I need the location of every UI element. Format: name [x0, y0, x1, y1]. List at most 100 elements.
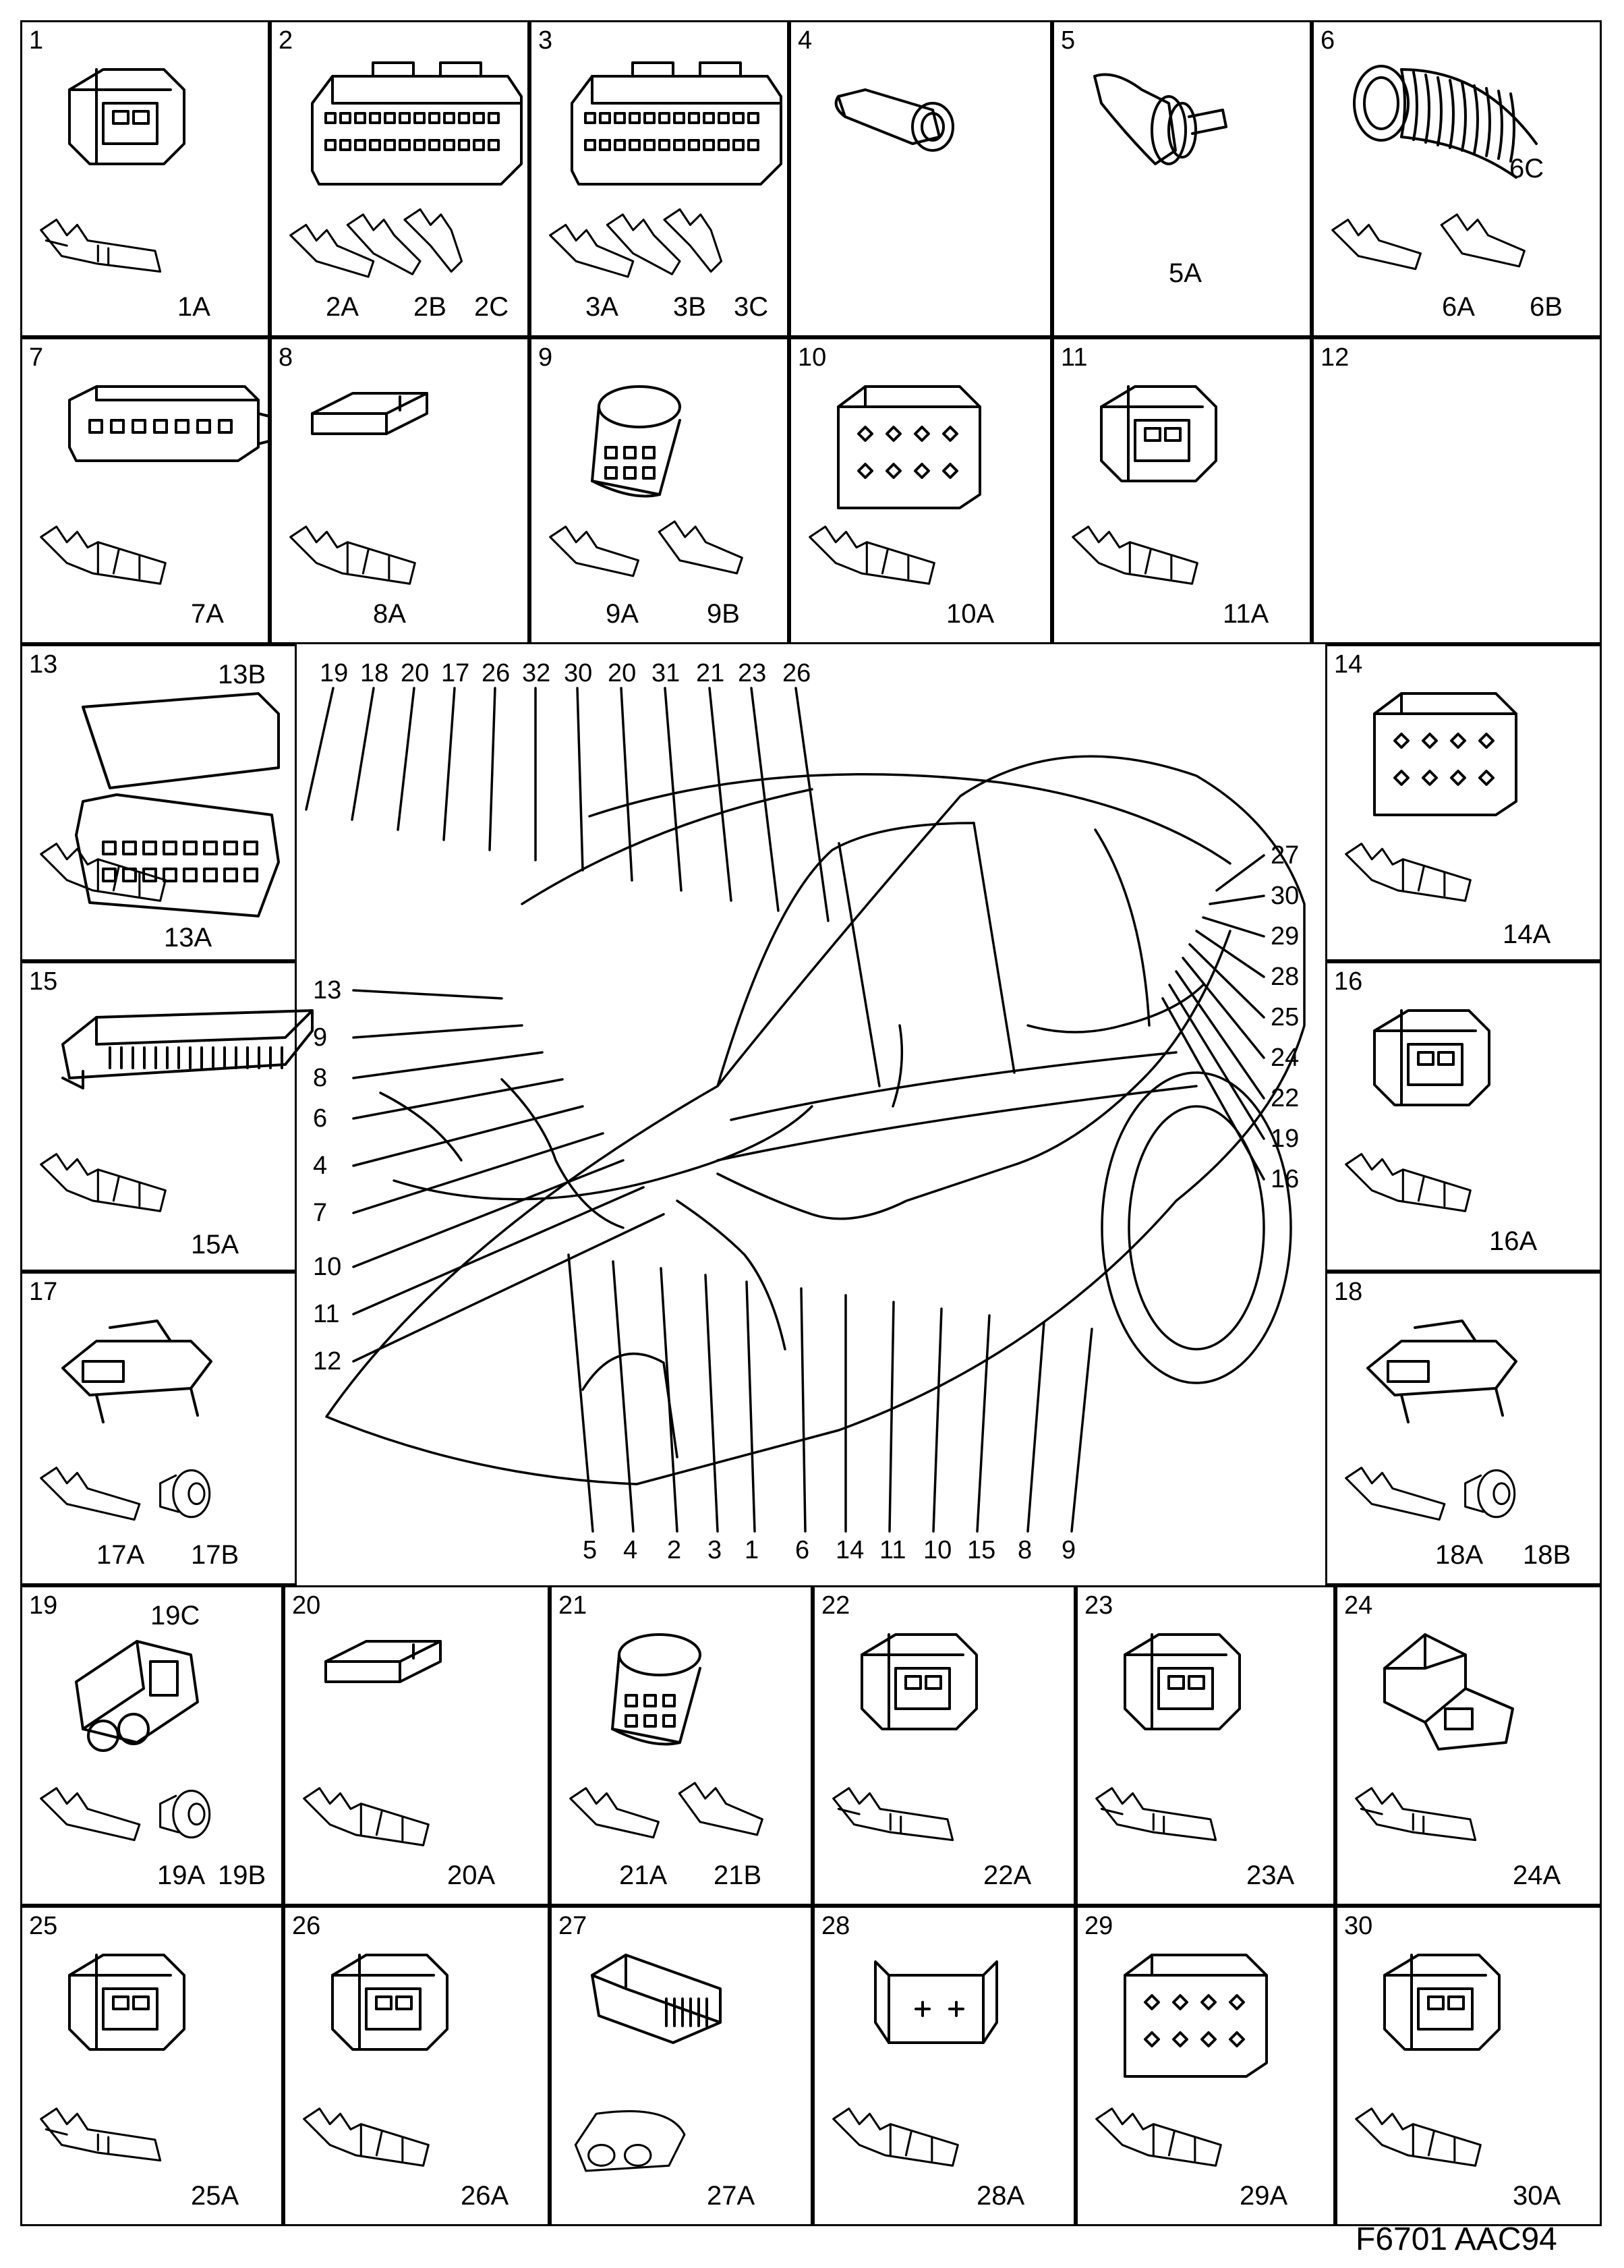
- callout-leader: [1195, 930, 1265, 978]
- callout-leader: [708, 687, 732, 902]
- callout-leader: [352, 1186, 645, 1315]
- flat-pin-terminal-icon: [1095, 1787, 1217, 1842]
- sub-part-label: 3B: [673, 292, 706, 322]
- socket-terminal-icon: [40, 843, 167, 902]
- callout-label: 19: [1271, 1125, 1299, 1153]
- connector-housing-icon: [1373, 1009, 1490, 1106]
- sub-part-label: 29A: [1240, 2181, 1288, 2211]
- roof-line: [588, 772, 1231, 865]
- part-number: 19: [29, 1591, 58, 1620]
- callout-label: 6: [795, 1536, 809, 1564]
- clip-connector-icon: [874, 1960, 998, 2044]
- callout-leader: [1026, 1321, 1045, 1533]
- rectangular-connector-icon: [68, 385, 273, 462]
- sub-part-label: 26A: [461, 2181, 509, 2211]
- sub-part-label: 24A: [1513, 1861, 1561, 1890]
- callout-leader: [1070, 1328, 1093, 1533]
- sub-part-label: 1A: [177, 292, 210, 322]
- callout-leader: [745, 1280, 756, 1533]
- part-number: 4: [798, 26, 813, 55]
- double-terminal-icon: [569, 1782, 763, 1839]
- sub-part-label: 15A: [191, 1230, 239, 1259]
- front-wheel-arch: [581, 1352, 678, 1458]
- part-number: 9: [538, 343, 553, 372]
- socket-terminal-icon: [40, 526, 167, 585]
- wiring-harness-roof: [892, 984, 1205, 1108]
- terminal-with-seal-icon: [40, 1467, 211, 1521]
- sub-part-label: 8A: [373, 599, 406, 629]
- socket-terminal-icon: [289, 526, 416, 585]
- callout-label: 7: [313, 1199, 327, 1227]
- sub-part-label: 16A: [1489, 1226, 1538, 1256]
- callout-leader: [660, 1267, 678, 1533]
- callout-leader: [351, 687, 375, 821]
- part-number: 6: [1321, 26, 1335, 55]
- callout-label: 16: [1271, 1165, 1299, 1193]
- part-cell-12: 12: [1312, 337, 1602, 644]
- callout-leader: [704, 1274, 719, 1533]
- triple-terminal-icon: [549, 208, 723, 278]
- part-number: 30: [1344, 1912, 1373, 1940]
- square-connector-icon: [1373, 692, 1517, 816]
- sub-part-label: 17B: [191, 1540, 239, 1570]
- connector-housing-icon: [861, 1633, 978, 1730]
- callout-leader: [352, 1159, 625, 1268]
- part-number: 15: [29, 967, 58, 996]
- sub-part-label: 10A: [946, 599, 995, 629]
- callout-label: 10: [923, 1536, 952, 1564]
- connector-housing-icon: [1383, 1954, 1501, 2051]
- part-cell-22: 22 22A: [813, 1585, 1076, 1906]
- callout-leader: [352, 1024, 523, 1039]
- callout-label: 2: [667, 1536, 681, 1564]
- part-number: 8: [279, 343, 293, 372]
- sub-part-label: 28A: [977, 2181, 1025, 2211]
- part-number: 29: [1084, 1912, 1113, 1940]
- part-number: 22: [821, 1591, 850, 1620]
- latched-connector-icon: [1366, 1320, 1517, 1423]
- flat-connector-icon: [324, 1640, 442, 1683]
- callout-label: 5: [583, 1536, 597, 1564]
- sub-part-label: 5A: [1169, 258, 1202, 288]
- callout-label: 29: [1271, 922, 1299, 951]
- callout-label: 18: [360, 659, 388, 687]
- sub-part-label: 3C: [734, 292, 769, 322]
- callout-label: 11: [313, 1300, 339, 1328]
- door-sill: [716, 1051, 1198, 1162]
- callout-label: 28: [1271, 963, 1299, 991]
- callout-leader: [352, 1078, 564, 1120]
- part-number: 25: [29, 1912, 58, 1940]
- rear-wheel: [1101, 1071, 1292, 1384]
- callout-label: 14: [836, 1536, 864, 1564]
- socket-terminal-icon: [1355, 2107, 1482, 2167]
- sub-part-label: 17A: [96, 1540, 145, 1570]
- callout-label: 3: [707, 1536, 722, 1564]
- flat-connector-icon: [311, 392, 428, 435]
- part-number: 11: [1061, 343, 1088, 372]
- part-cell-25: 25 25A: [20, 1906, 283, 2226]
- callout-label: 6: [313, 1104, 327, 1133]
- callout-label: 9: [313, 1023, 327, 1052]
- sub-part-label: 25A: [191, 2181, 239, 2211]
- callout-label: 1: [745, 1536, 759, 1564]
- callout-leader: [488, 687, 496, 851]
- sub-part-label: 2C: [474, 292, 509, 322]
- part-cell-29: 29 29A: [1076, 1906, 1335, 2226]
- sub-part-label: 6C: [1509, 154, 1544, 183]
- sub-part-label: 22A: [983, 1861, 1032, 1890]
- callout-leader: [305, 687, 335, 811]
- socket-terminal-icon: [303, 1787, 430, 1846]
- multipin-connector-icon: [311, 61, 523, 186]
- part-number: 18: [1334, 1278, 1363, 1306]
